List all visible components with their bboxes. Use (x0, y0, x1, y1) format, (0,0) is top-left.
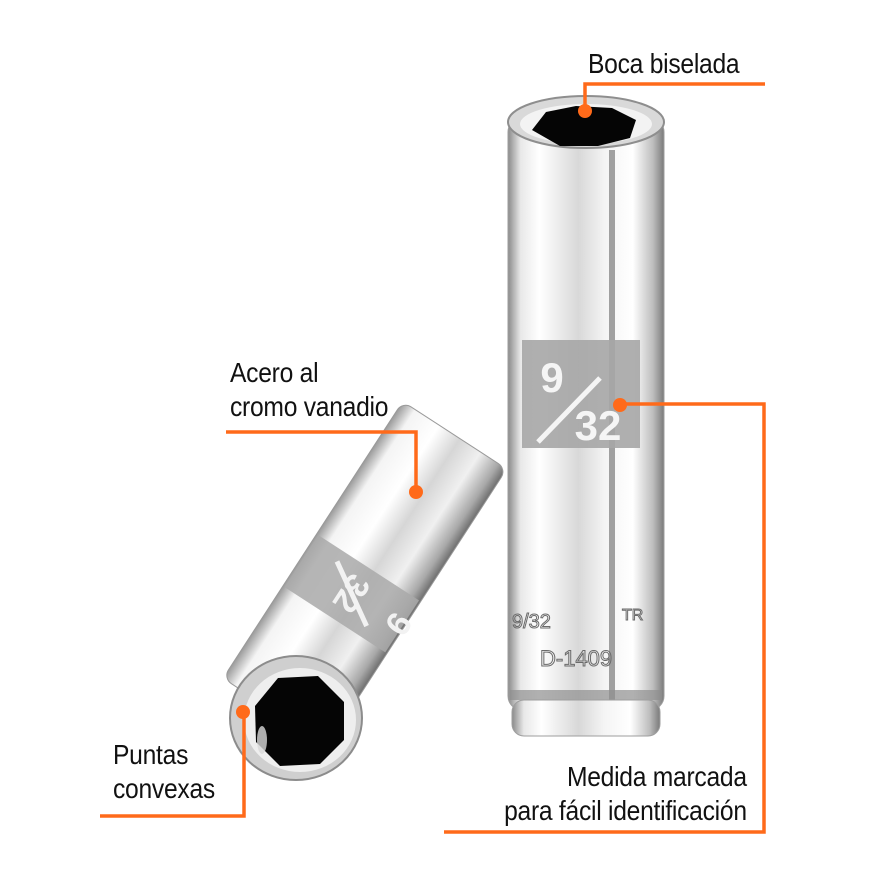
size-band (522, 340, 640, 448)
callout-acero-cromo-vanadio: Acero al cromo vanadio (230, 356, 388, 424)
engraving-size: 9/32 (512, 611, 551, 633)
callout-text-line1: Medida marcada (567, 761, 747, 792)
callout-lines (100, 82, 766, 834)
right-socket: 9 32 9/32 TR D-1409 (507, 95, 665, 737)
callout-medida-marcada: Medida marcada para fácil identificación (504, 760, 747, 828)
left-socket-mouth (229, 655, 363, 781)
callout-text-line2: convexas (113, 773, 215, 804)
callout-dot-puntas (236, 705, 250, 719)
callout-text-line2: cromo vanadio (230, 391, 389, 422)
callout-dots (236, 104, 627, 719)
engraving-model: D-1409 (540, 646, 612, 671)
callout-text: Boca biselada (588, 48, 740, 79)
callout-puntas-convexas: Puntas convexas (113, 738, 215, 806)
callout-text-line1: Puntas (113, 739, 189, 770)
engraving-brand: TR (622, 607, 643, 624)
callout-boca-biselada: Boca biselada (588, 47, 740, 81)
callout-dot-medida (613, 398, 627, 412)
callout-text-line1: Acero al (230, 357, 319, 388)
callout-dot-acero (409, 485, 423, 499)
size-marking-denominator: 32 (575, 402, 622, 449)
callout-dot-boca (578, 104, 592, 118)
callout-text-line2: para fácil identificación (504, 795, 747, 826)
size-marking-numerator: 9 (540, 354, 563, 401)
